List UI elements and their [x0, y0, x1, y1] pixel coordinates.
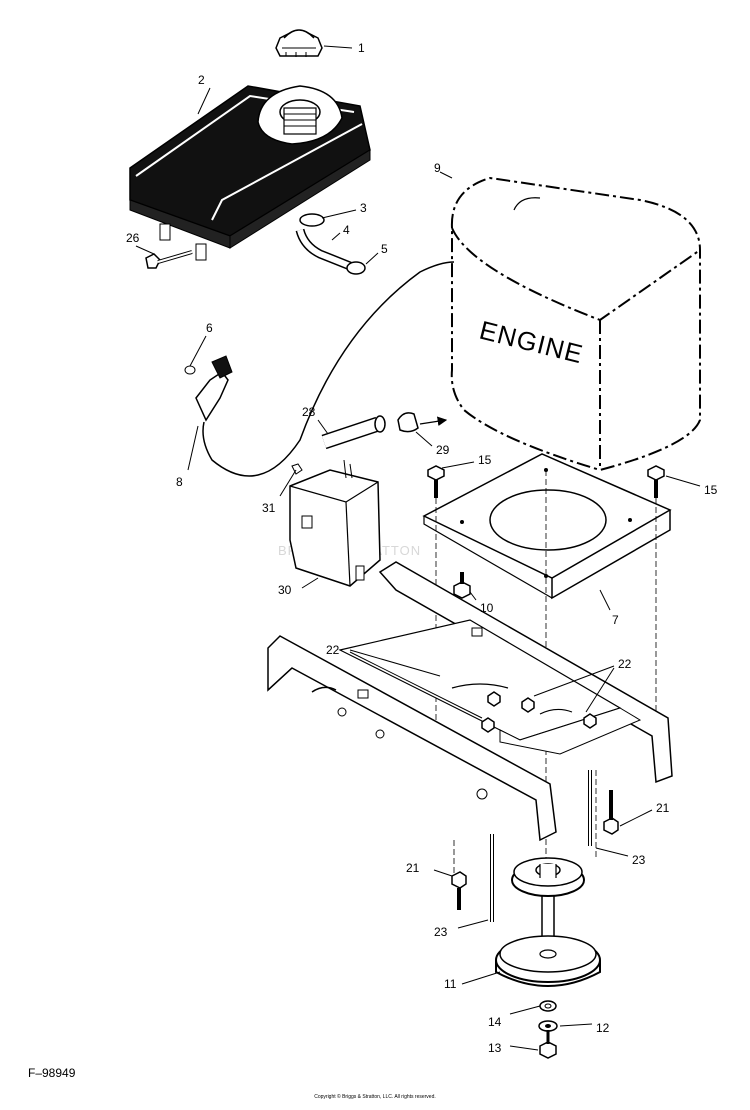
callout-3: 3: [360, 201, 367, 215]
figure-number: F–98949: [28, 1066, 76, 1080]
fuel-tank: [129, 85, 371, 261]
washer-12: [538, 1020, 558, 1032]
callout-15-right: 15: [704, 483, 718, 497]
mounting-bracket: [289, 459, 381, 587]
callout-23-right: 23: [632, 853, 646, 867]
callout-10: 10: [480, 601, 494, 615]
callout-26: 26: [126, 231, 140, 245]
leader-lines: [135, 45, 701, 1051]
callout-11: 11: [444, 977, 457, 991]
callout-7: 7: [612, 613, 619, 627]
callout-21-right: 21: [656, 801, 670, 815]
callout-23-left: 23: [434, 925, 448, 939]
callout-13: 13: [488, 1041, 502, 1055]
pulley-assembly: [495, 857, 601, 987]
callout-22-left: 22: [326, 643, 340, 657]
callout-14: 14: [488, 1015, 502, 1029]
washer-14: [539, 1000, 557, 1012]
copyright-notice: Copyright © Briggs & Stratton, LLC. All …: [314, 1094, 436, 1100]
callout-8: 8: [176, 475, 183, 489]
callout-30: 30: [278, 583, 292, 597]
frame-nuts: [481, 691, 597, 733]
engine-outline: ENGINE: [450, 176, 701, 472]
bolt-21-left: [451, 871, 467, 910]
tank-screw: [145, 250, 193, 269]
callout-21-left: 21: [406, 861, 420, 875]
bolt-21-right: [603, 790, 619, 835]
callout-2: 2: [198, 73, 205, 87]
callout-22-right: 22: [618, 657, 632, 671]
engine-mount-plate: [422, 453, 672, 600]
callout-29: 29: [436, 443, 450, 457]
fuel-cap: [275, 29, 323, 57]
frame-rails: [267, 561, 673, 842]
callout-4: 4: [343, 223, 350, 237]
nut-10: [453, 572, 471, 599]
callout-6: 6: [206, 321, 213, 335]
callout-9: 9: [434, 161, 441, 175]
fuel-hose-assembly: [295, 213, 366, 275]
callout-28: 28: [302, 405, 316, 419]
callout-15-left: 15: [478, 453, 492, 467]
callout-12: 12: [596, 1021, 610, 1035]
callout-1: 1: [358, 41, 365, 55]
callout-31: 31: [262, 501, 276, 515]
mount-bolt-right: [647, 465, 665, 498]
callout-numbers: 1 2 3 4 5 6 7 8 9 10 11 12 13 14 15 15 2…: [126, 41, 718, 1055]
throttle-control: [184, 261, 455, 477]
mount-bolt-left: [427, 465, 445, 498]
nut-13: [539, 1030, 557, 1059]
air-hose: [321, 412, 448, 450]
callout-5: 5: [381, 242, 388, 256]
